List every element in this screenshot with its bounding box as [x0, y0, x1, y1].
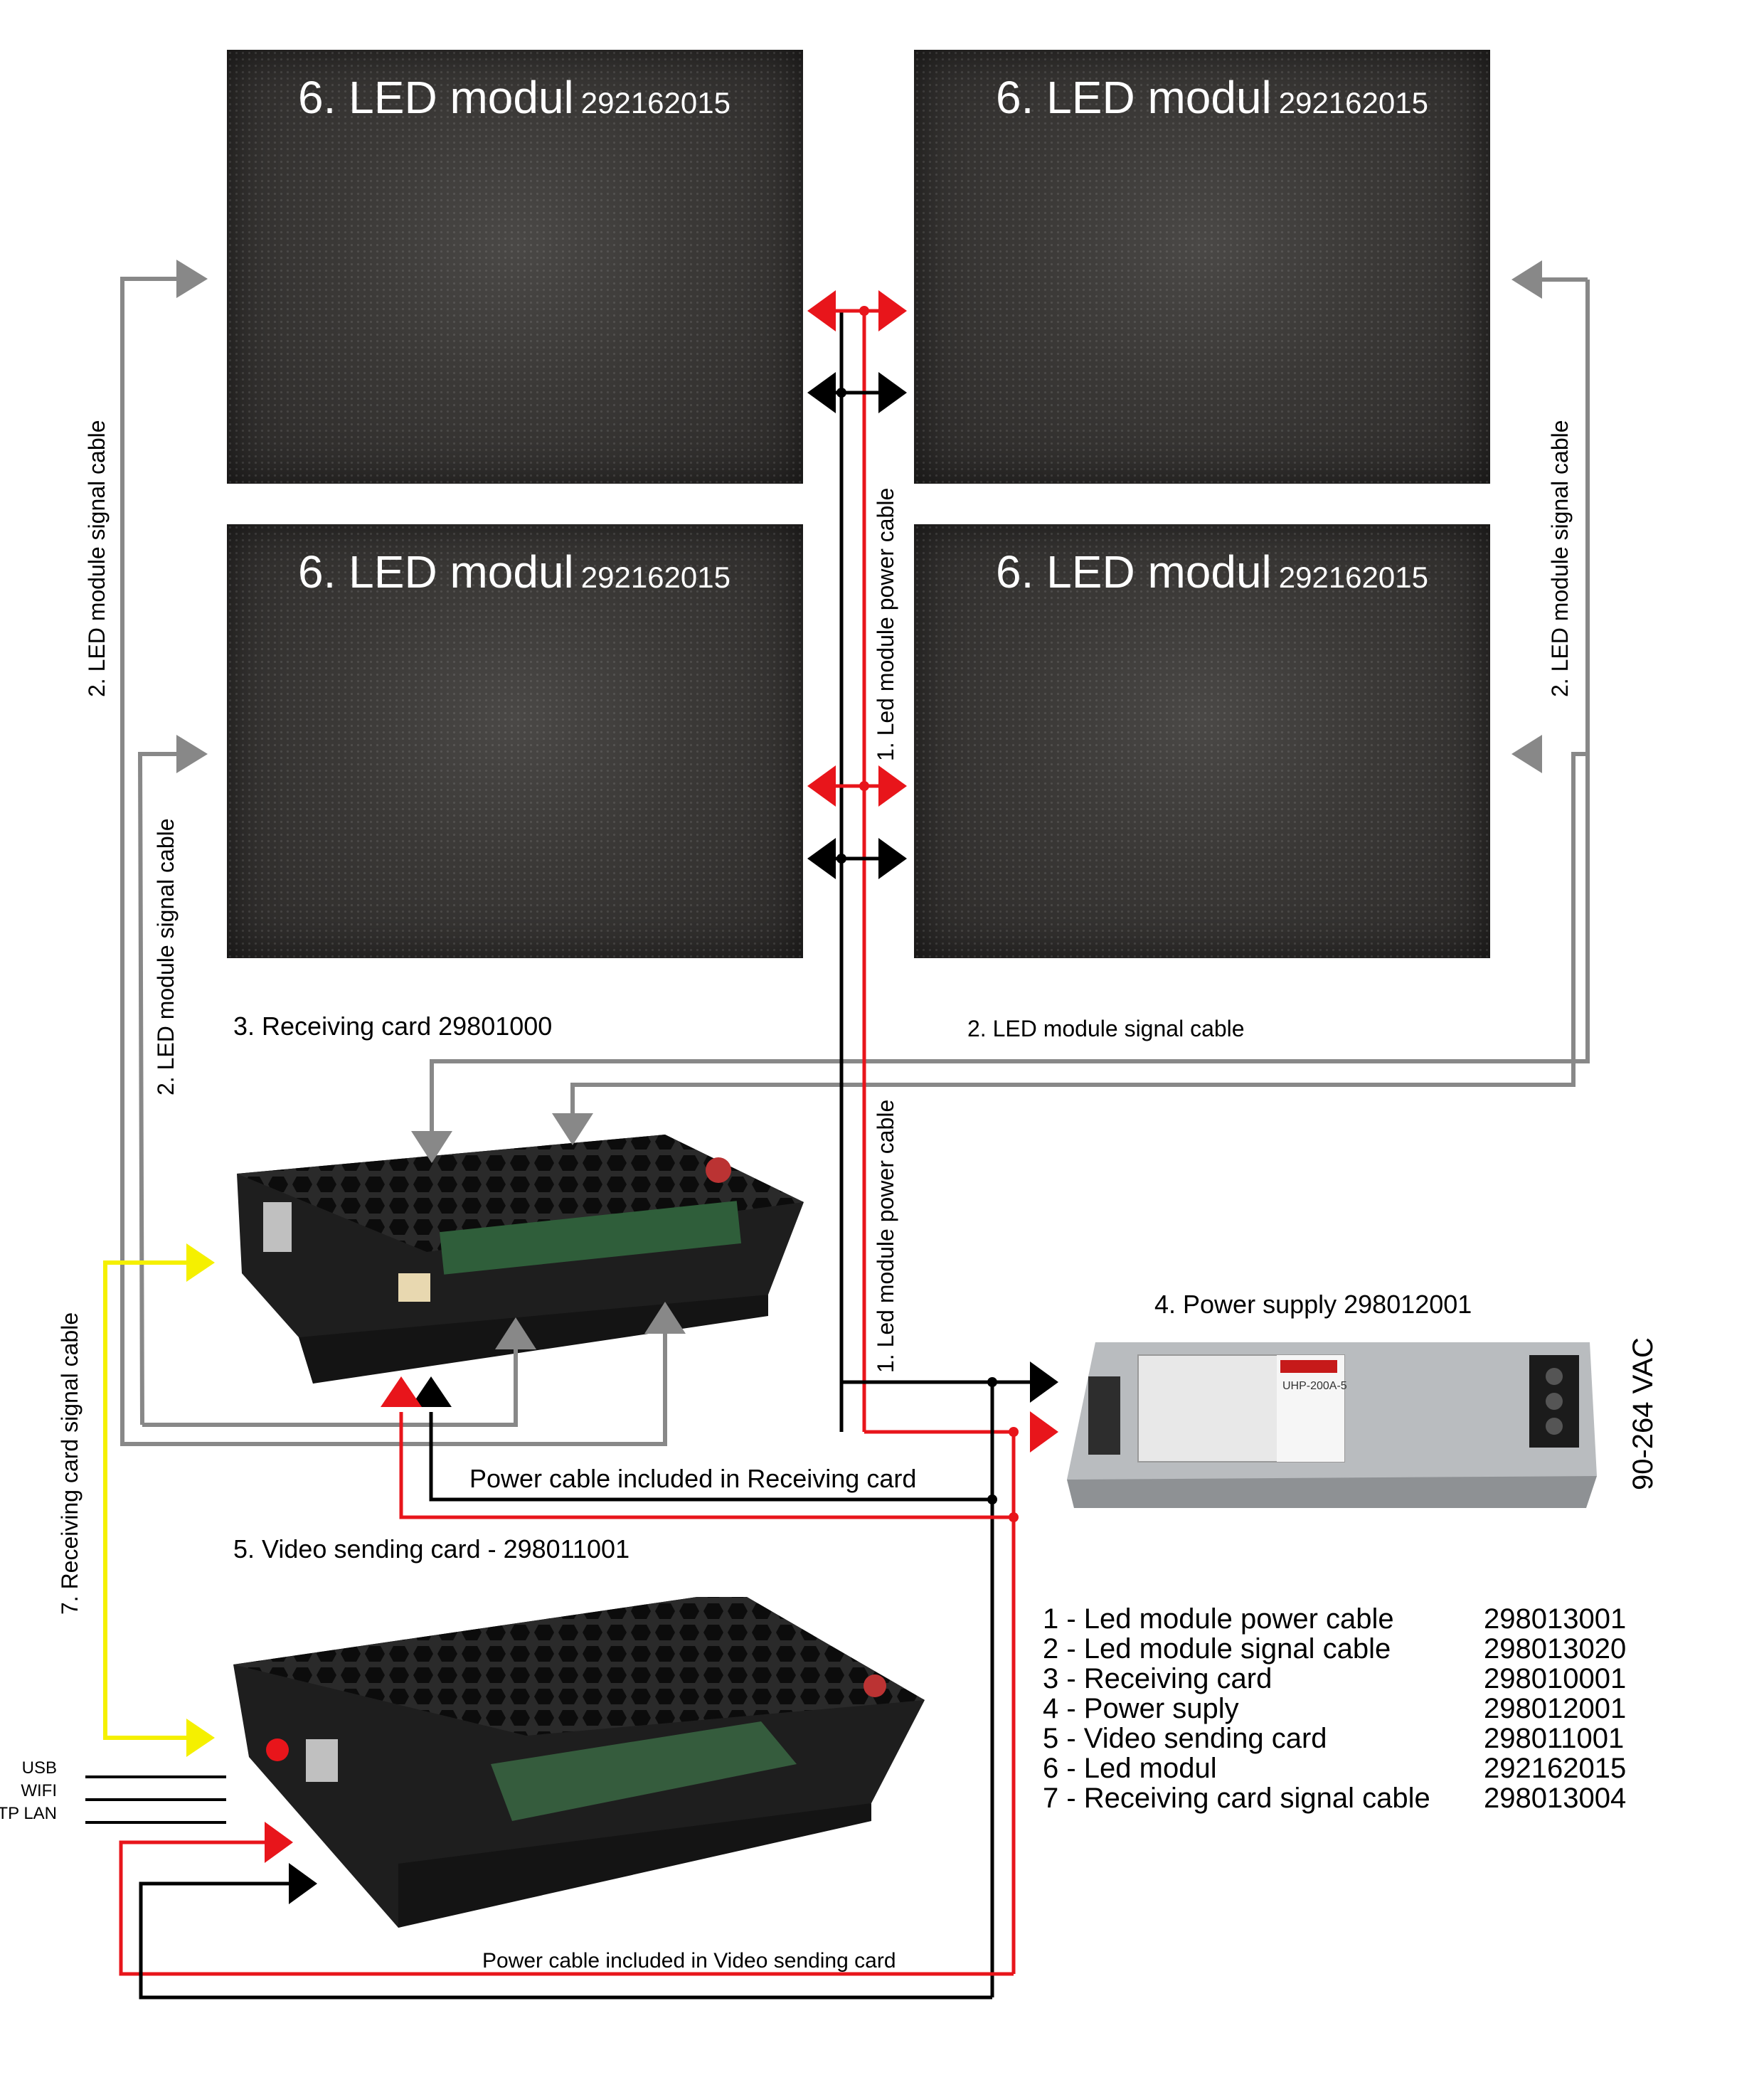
legend-name: 4 - Power suply	[1043, 1693, 1239, 1724]
legend-name: 7 - Receiving card signal cable	[1043, 1783, 1430, 1814]
parts-legend: 1 - Led module power cable 298013001 2 - …	[1043, 1604, 1626, 1813]
signal-cable-left-outer-label: 2. LED module signal cable	[84, 420, 110, 697]
legend-code: 298013001	[1484, 1603, 1627, 1635]
power-cable-receiving-label: Power cable included in Receiving card	[469, 1464, 917, 1493]
legend-row: 4 - Power suply 298012001	[1043, 1694, 1626, 1724]
led-module-code: 292162015	[1278, 561, 1428, 594]
legend-code: 298011001	[1484, 1723, 1625, 1754]
power-supply-device	[1067, 1342, 1597, 1508]
receiving-card-signal-cable-label: 7. Receiving card signal cable	[57, 1312, 83, 1615]
signal-cable-left-inner-label: 2. LED module signal cable	[153, 818, 179, 1095]
receiving-card-device	[237, 1135, 804, 1384]
signal-cable-right-label: 2. LED module signal cable	[1547, 420, 1573, 697]
voltage-label: 90-264 VAC	[1627, 1337, 1659, 1490]
input-lines	[85, 1775, 226, 1824]
legend-row: 1 - Led module power cable 298013001	[1043, 1604, 1626, 1634]
video-sending-card-device	[233, 1597, 925, 1928]
legend-name: 2 - Led module signal cable	[1043, 1633, 1391, 1665]
legend-row: 5 - Video sending card 298011001	[1043, 1724, 1626, 1753]
led-module-code: 292162015	[580, 561, 730, 594]
legend-row: 7 - Receiving card signal cable 298013004	[1043, 1783, 1626, 1813]
power-cable-video-label: Power cable included in Video sending ca…	[482, 1949, 896, 1973]
receiving-card-signal-cable	[103, 1243, 215, 1757]
usb-label: USB	[21, 1758, 57, 1778]
receiving-card-label: 3. Receiving card 29801000	[233, 1012, 553, 1041]
legend-name: 1 - Led module power cable	[1043, 1603, 1394, 1635]
led-module-title: 6. LED modul	[298, 72, 574, 123]
led-module-title: 6. LED modul	[996, 72, 1272, 123]
video-sending-card-label: 5. Video sending card - 298011001	[233, 1534, 630, 1564]
led-module-code: 292162015	[1278, 86, 1428, 120]
legend-code: 298010001	[1484, 1663, 1627, 1694]
led-module-code: 292162015	[580, 86, 730, 120]
power-arrowheads	[265, 1361, 1058, 1904]
legend-row: 2 - Led module signal cable 298013020	[1043, 1634, 1626, 1664]
legend-name: 6 - Led modul	[1043, 1753, 1217, 1784]
led-module-title: 6. LED modul	[298, 546, 574, 598]
legend-code: 298012001	[1484, 1693, 1627, 1724]
psu-model-label: UHP-200A-5	[1282, 1380, 1347, 1392]
legend-name: 5 - Video sending card	[1043, 1723, 1327, 1754]
wifi-label: WIFI	[21, 1781, 57, 1800]
legend-code: 298013020	[1484, 1633, 1627, 1665]
legend-code: 292162015	[1484, 1753, 1627, 1784]
legend-name: 3 - Receiving card	[1043, 1663, 1272, 1694]
legend-row: 6 - Led modul 292162015	[1043, 1753, 1626, 1783]
led-module-title: 6. LED modul	[996, 546, 1272, 598]
power-supply-label: 4. Power supply 298012001	[1154, 1290, 1472, 1319]
legend-code: 298013004	[1484, 1783, 1627, 1814]
legend-row: 3 - Receiving card 298010001	[1043, 1664, 1626, 1694]
power-cable-lower-label: 1. Led module power cable	[873, 1099, 898, 1373]
power-cable-upper-label: 1. Led module power cable	[873, 487, 898, 761]
utp-lan-label: UTP LAN	[0, 1804, 57, 1823]
signal-cable-horizontal-label: 2. LED module signal cable	[967, 1016, 1245, 1041]
